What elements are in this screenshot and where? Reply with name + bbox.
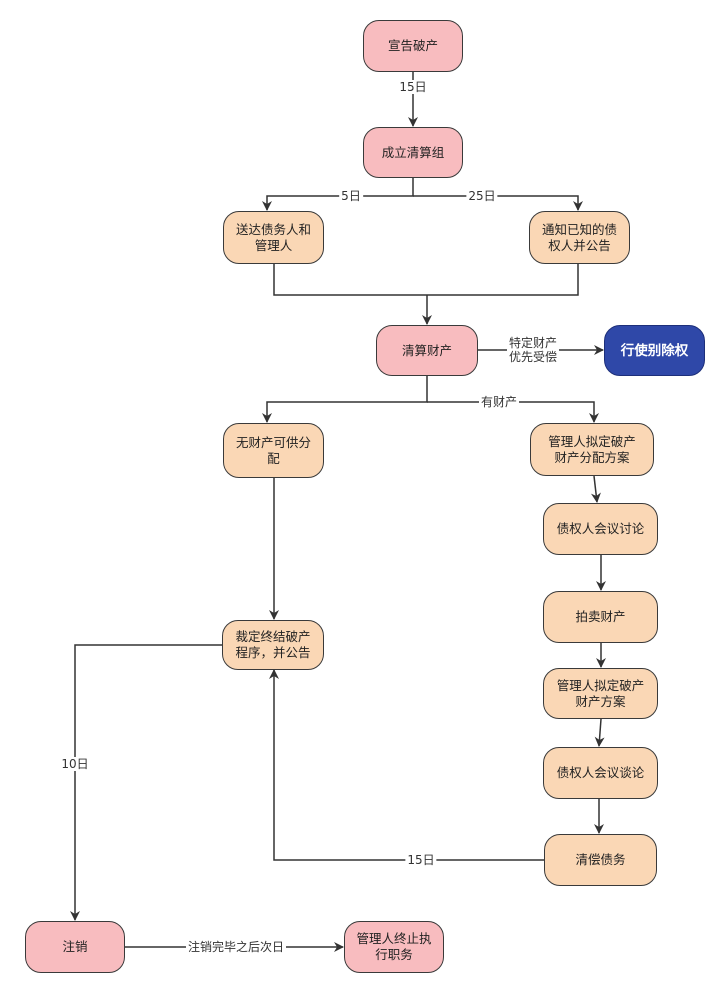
- label-has-property: 有财产: [478, 395, 520, 409]
- node-deregister[interactable]: 注销: [25, 921, 125, 973]
- node-no-property[interactable]: 无财产可供分 配: [223, 423, 324, 478]
- node-rule-terminate[interactable]: 裁定终结破产 程序，并公告: [222, 620, 324, 670]
- node-pay-debts[interactable]: 清偿债务: [544, 834, 657, 886]
- node-serve-debtor-admin[interactable]: 送达债务人和 管理人: [223, 211, 324, 264]
- node-form-liquidation-group[interactable]: 成立清算组: [363, 127, 463, 178]
- edge-notify-to-merge: [427, 264, 579, 296]
- node-admin-draft-plan-2[interactable]: 管理人拟定破产 财产方案: [543, 668, 658, 719]
- edge-terminate-to-deregister: [70, 644, 222, 921]
- edge-plan2-to-meeting2: [594, 718, 605, 747]
- edge-liquidate-split: [262, 376, 428, 423]
- edge-serve-to-merge: [273, 264, 427, 296]
- label-deregister-to-admin: 注销完毕之后次日: [185, 940, 287, 954]
- node-creditors-meeting-discuss[interactable]: 债权人会议讨论: [543, 503, 658, 555]
- node-admin-terminate-duty[interactable]: 管理人终止执 行职务: [344, 921, 444, 973]
- node-auction-property[interactable]: 拍卖财产: [543, 591, 658, 643]
- label-group-to-notify: 25日: [466, 189, 498, 203]
- label-priority-payment: 特定财产 优先受偿: [506, 336, 560, 364]
- node-notify-creditors[interactable]: 通知已知的债 权人并公告: [529, 211, 630, 264]
- label-terminate-to-deregister: 10日: [59, 757, 91, 771]
- node-liquidate-property[interactable]: 清算财产: [376, 325, 478, 376]
- node-declare-bankruptcy[interactable]: 宣告破产: [363, 20, 463, 72]
- label-group-to-serve: 5日: [339, 189, 363, 203]
- edge-plan-to-meeting: [591, 475, 601, 503]
- label-declare-to-group: 15日: [397, 80, 429, 94]
- node-exercise-separation-right[interactable]: 行使别除权: [604, 325, 705, 376]
- label-pay-to-terminate: 15日: [405, 853, 437, 867]
- node-creditors-meeting-discuss-2[interactable]: 债权人会议谈论: [543, 747, 658, 799]
- node-admin-draft-plan[interactable]: 管理人拟定破产 财产分配方案: [530, 423, 654, 476]
- edge-pay-to-terminate: [269, 669, 544, 861]
